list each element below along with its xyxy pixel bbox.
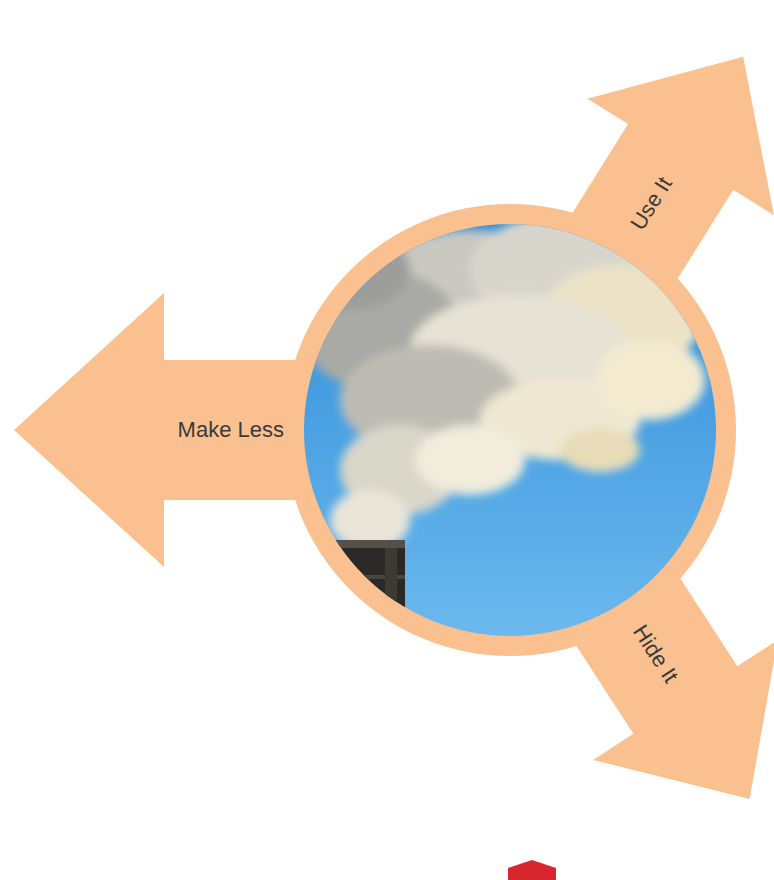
arrow-label-box: Make Less xyxy=(164,360,298,500)
arrow-label: Hide It xyxy=(627,620,683,687)
arrow-node: Make Less xyxy=(14,293,298,567)
arrow-label: Make Less xyxy=(178,417,284,443)
logo-fragment xyxy=(508,860,556,880)
arrow-outline xyxy=(533,548,774,859)
chimney xyxy=(330,540,405,650)
arrow-outline xyxy=(14,293,298,567)
smokestack-photo xyxy=(290,215,720,650)
arrow-outline xyxy=(529,0,774,309)
smoke-plume xyxy=(290,215,705,550)
arrow-label: Use It xyxy=(625,172,678,235)
